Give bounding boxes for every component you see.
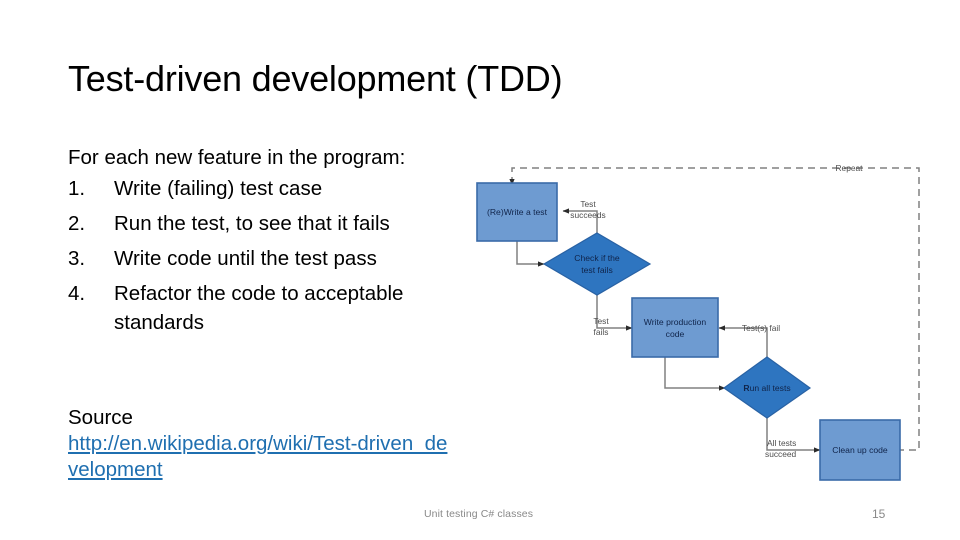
flowchart-svg: (Re)Write a test Check if the test fails…	[476, 163, 920, 481]
connector-repeat-loop-dashed	[509, 167, 920, 451]
connector-rewrite-to-check	[516, 241, 545, 267]
list-item-number: 1.	[68, 177, 86, 200]
source-link[interactable]: http://en.wikipedia.org/wiki/Test-driven…	[68, 432, 448, 481]
node-check-if-test-fails-label-line2: test fails	[581, 265, 613, 275]
node-rewrite-a-test	[476, 182, 558, 242]
node-run-all-tests-label: Run all tests	[743, 383, 790, 393]
node-run-all-tests-label-bold: R	[743, 383, 750, 393]
edge-label-test-fails-line1: Test	[593, 316, 609, 326]
body-text-block: For each new feature in the program: 1. …	[68, 144, 468, 343]
list-item: 1. Write (failing) test case	[68, 174, 468, 203]
source-label: Source	[68, 406, 133, 429]
node-clean-up-code	[819, 419, 901, 481]
node-check-if-test-fails-label-line1: Check if the	[574, 253, 620, 263]
list-item-label: Write code until the test pass	[114, 247, 377, 270]
edge-label-test-succeeds-line1: Test	[580, 199, 596, 209]
node-write-production-code-label-line1: Write production	[644, 317, 707, 327]
node-write-production-code	[631, 297, 719, 358]
list-item-number: 4.	[68, 282, 86, 305]
list-item-number: 2.	[68, 212, 86, 235]
node-clean-up-code-label: Clean up code	[832, 445, 888, 455]
source-block: Source http://en.wikipedia.org/wiki/Test…	[68, 405, 468, 483]
list-item-label: Refactor the code to acceptable standard…	[114, 282, 404, 334]
node-write-production-code-label-line2: code	[666, 329, 685, 339]
list-item-label: Run the test, to see that it fails	[114, 212, 390, 235]
steps-list: 1. Write (failing) test case 2. Run the …	[68, 174, 468, 337]
edge-label-test-fails-line2: fails	[594, 327, 609, 337]
edge-label-all-tests-succeed-line2: succeed	[765, 449, 797, 459]
node-run-all-tests-label-rest: un all tests	[750, 383, 791, 393]
edge-label-repeat: Repeat	[835, 163, 863, 173]
tdd-flowchart-diagram: (Re)Write a test Check if the test fails…	[460, 145, 950, 495]
footer-text: Unit testing C# classes	[424, 508, 534, 520]
list-item: 2. Run the test, to see that it fails	[68, 209, 468, 238]
connector-check-test-succeeds	[562, 208, 598, 233]
edge-label-tests-fail: Test(s) fail	[742, 323, 780, 333]
list-item-label: Write (failing) test case	[114, 177, 323, 200]
footer-page-number: 15	[872, 507, 886, 521]
list-item: 4. Refactor the code to acceptable stand…	[68, 279, 468, 337]
connector-check-to-write-production	[596, 295, 633, 331]
intro-paragraph: For each new feature in the program:	[68, 146, 406, 169]
node-check-if-test-fails	[542, 232, 652, 296]
connector-run-tests-to-clean-up	[766, 418, 821, 453]
node-run-all-tests	[722, 356, 812, 419]
connector-run-tests-tests-fail	[718, 325, 768, 357]
edge-label-all-tests-succeed-line1: All tests	[767, 438, 796, 448]
connector-write-production-to-run-tests	[664, 357, 726, 391]
list-item-number: 3.	[68, 247, 86, 270]
node-rewrite-a-test-label: (Re)Write a test	[487, 207, 548, 217]
edge-label-test-succeeds-line2: succeeds	[570, 210, 605, 220]
list-item: 3. Write code until the test pass	[68, 244, 468, 273]
page-title: Test-driven development (TDD)	[68, 58, 563, 99]
